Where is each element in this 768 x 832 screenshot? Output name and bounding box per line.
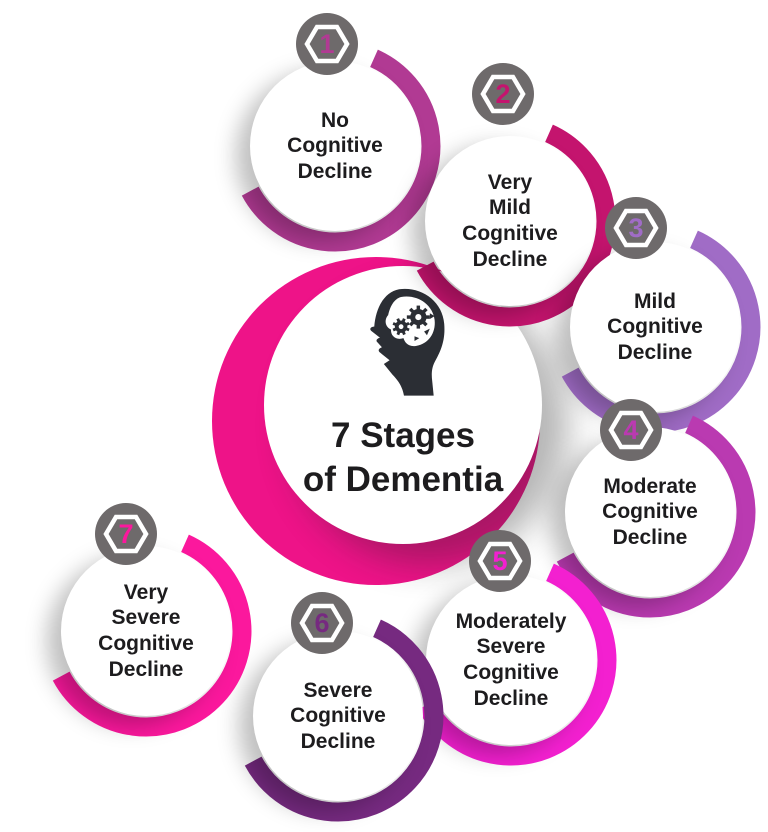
fragment-triangle xyxy=(424,328,430,336)
gear-icon xyxy=(392,318,410,336)
hexagon-icon xyxy=(480,74,526,114)
stage-number-badge: 4 xyxy=(600,399,662,461)
fragment-triangle xyxy=(429,313,435,319)
stage-ring-arc xyxy=(556,415,756,618)
stage-label: Moderate Cognitive Decline xyxy=(602,474,698,549)
stage-number: 2 xyxy=(495,78,511,109)
hexagon-icon xyxy=(299,603,345,643)
gear-icon xyxy=(406,305,430,329)
stage-number: 7 xyxy=(118,518,134,549)
stage-circle: Mild Cognitive Decline xyxy=(570,242,740,412)
stage-label: Moderately Severe Cognitive Decline xyxy=(455,609,567,710)
stage-number-badge: 6 xyxy=(291,592,353,654)
brain-head-icon xyxy=(370,288,445,396)
stage-number: 4 xyxy=(623,414,639,445)
stage-ring-arc xyxy=(417,563,617,766)
stage-number: 6 xyxy=(314,607,330,638)
hexagon-icon xyxy=(608,410,654,450)
center-title-line1: 7 Stages xyxy=(331,416,475,455)
stage-label: Severe Cognitive Decline xyxy=(290,678,386,753)
stage-circle: Moderately Severe Cognitive Decline xyxy=(426,575,596,745)
center-title-line2: of Dementia xyxy=(302,460,504,500)
stage-circle: Moderate Cognitive Decline xyxy=(565,427,735,597)
stage-circle: No Cognitive Decline xyxy=(250,61,420,231)
stage-label: Very Mild Cognitive Decline xyxy=(462,170,558,271)
stage-label: Mild Cognitive Decline xyxy=(607,289,703,364)
stage-number: 5 xyxy=(492,545,508,576)
hexagon-icon xyxy=(103,514,149,554)
stage-label: No Cognitive Decline xyxy=(287,108,383,183)
center-title: 7 Stages of Dementia xyxy=(303,414,503,502)
hexagon-icon xyxy=(304,24,350,64)
stage-number-badge: 1 xyxy=(296,13,358,75)
stage-ring-arc xyxy=(52,534,252,737)
stage-number-badge: 5 xyxy=(469,530,531,592)
stage-circle: Very Mild Cognitive Decline xyxy=(425,136,595,306)
stage-number: 1 xyxy=(319,28,335,59)
hexagon-icon xyxy=(613,208,659,248)
stage-circle: Very Severe Cognitive Decline xyxy=(61,546,231,716)
stage-label: Very Severe Cognitive Decline xyxy=(98,580,194,681)
stage-number-badge: 2 xyxy=(472,63,534,125)
stage-number: 3 xyxy=(628,212,644,243)
stage-circle: Severe Cognitive Decline xyxy=(253,631,423,801)
stage-number-badge: 3 xyxy=(605,197,667,259)
stage-ring-arc xyxy=(241,49,441,252)
stage-ring-arc xyxy=(244,619,444,822)
hexagon-icon xyxy=(477,541,523,581)
stage-number-badge: 7 xyxy=(95,503,157,565)
fragment-triangle xyxy=(414,336,420,342)
